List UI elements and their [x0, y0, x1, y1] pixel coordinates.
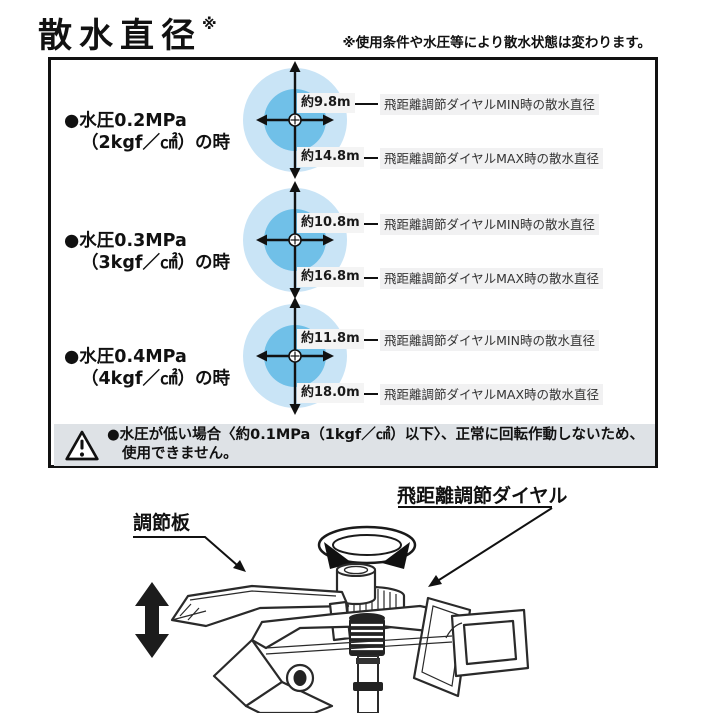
pressure-row-3-label: ●水圧0.4MPa （4kgf／㎠）の時	[64, 346, 230, 390]
adjustment-plate-label: 調節板	[133, 512, 191, 534]
min-diameter-desc: 飛距離調節ダイヤルMIN時の散水直径	[380, 214, 599, 235]
min-diameter-desc: 飛距離調節ダイヤルMIN時の散水直径	[380, 330, 599, 351]
warning-text: ●水圧が低い場合〈約0.1MPa（1kgf／㎠）以下〉、正常に回転作動しないため…	[107, 427, 644, 462]
distance-dial-label: 飛距離調節ダイヤル	[397, 485, 568, 507]
plate-callout-arrow	[133, 536, 246, 572]
min-diameter-value: 約11.8m	[297, 329, 364, 349]
max-diameter-value: 約18.0m	[297, 383, 364, 403]
rotation-arrow-icon	[317, 525, 417, 569]
dial-callout-arrow	[398, 506, 553, 587]
pressure-title: ●水圧0.3MPa	[64, 231, 187, 251]
pressure-title: ●水圧0.2MPa	[64, 111, 187, 131]
sprinkler-illustration	[133, 506, 553, 713]
max-diameter-value: 約16.8m	[297, 267, 364, 287]
pressure-sub: （3kgf／㎠）の時	[81, 253, 230, 273]
pressure-sub: （4kgf／㎠）の時	[81, 369, 230, 389]
max-diameter-value: 約14.8m	[297, 147, 364, 167]
up-down-arrow-icon	[135, 582, 169, 658]
warning-triangle-icon	[65, 430, 99, 460]
spray-circles-icon	[243, 297, 347, 415]
max-diameter-desc: 飛距離調節ダイヤルMAX時の散水直径	[380, 148, 604, 169]
min-diameter-value: 約9.8m	[297, 93, 355, 113]
usage-condition-note: ※使用条件や水圧等により散水状態は変わります。	[342, 35, 651, 51]
max-diameter-desc: 飛距離調節ダイヤルMAX時の散水直径	[380, 268, 604, 289]
page-title: 散水直径※	[38, 15, 217, 56]
min-diameter-value: 約10.8m	[297, 213, 364, 233]
low-pressure-warning: ●水圧が低い場合〈約0.1MPa（1kgf／㎠）以下〉、正常に回転作動しないため…	[54, 424, 655, 466]
min-diameter-desc: 飛距離調節ダイヤルMIN時の散水直径	[380, 94, 599, 115]
spray-diagram-3	[235, 294, 355, 418]
pressure-title: ●水圧0.4MPa	[64, 347, 187, 367]
pressure-sub: （2kgf／㎠）の時	[81, 133, 230, 153]
sprinkler-body	[170, 562, 530, 713]
pressure-row-2-label: ●水圧0.3MPa （3kgf／㎠）の時	[64, 230, 230, 274]
pressure-row-1-label: ●水圧0.2MPa （2kgf／㎠）の時	[64, 110, 230, 154]
title-reference-mark: ※	[202, 15, 217, 33]
max-diameter-desc: 飛距離調節ダイヤルMAX時の散水直径	[380, 384, 604, 405]
